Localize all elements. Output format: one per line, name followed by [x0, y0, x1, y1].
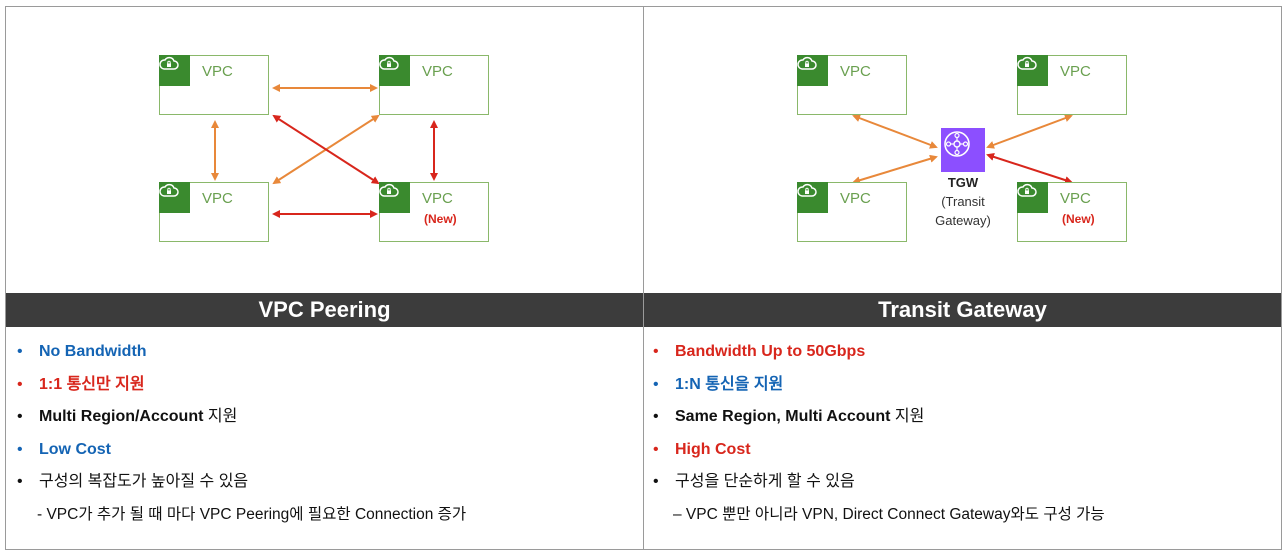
vpc-peering-header: VPC Peering	[6, 293, 643, 327]
transit-gateway-icon	[941, 128, 985, 172]
cloud-lock-icon	[1017, 55, 1048, 86]
vpc-box-bottom-right-new: VPC (New)	[379, 182, 489, 242]
arrow-tgw-top-right	[986, 114, 1073, 149]
cloud-lock-icon	[797, 55, 828, 86]
vpc-label: VPC	[202, 63, 233, 80]
arrow-tgw-bottom-right	[986, 153, 1073, 184]
vpc-label: VPC	[1060, 190, 1091, 207]
vpc-box-bottom-left: VPC	[797, 182, 907, 242]
new-label: (New)	[1062, 212, 1095, 226]
transit-gateway-diagram: VPC VPC VPC VPC (New) T	[644, 7, 1281, 293]
vpc-box-bottom-right-new: VPC (New)	[1017, 182, 1127, 242]
cloud-lock-icon	[797, 182, 828, 213]
tgw-subtitle-line2: Gateway)	[935, 213, 991, 228]
list-item: •1:N 통신을 지원	[653, 375, 784, 393]
list-item: •구성의 복잡도가 높아질 수 있음	[17, 473, 249, 490]
vpc-box-top-right: VPC	[1017, 55, 1127, 115]
transit-gateway-header: Transit Gateway	[644, 293, 1281, 327]
tgw-arrows	[852, 114, 1073, 185]
vpc-peering-diagram: VPC VPC VPC VPC (New)	[6, 7, 643, 293]
vpc-label: VPC	[840, 63, 871, 80]
column-divider	[643, 6, 644, 550]
arrow-diag-red	[272, 114, 380, 185]
vpc-label: VPC	[1060, 63, 1091, 80]
cloud-lock-icon	[159, 182, 190, 213]
tgw-title: TGW	[947, 175, 979, 190]
cloud-lock-icon	[1017, 182, 1048, 213]
arrow-tgw-bottom-left	[852, 154, 938, 185]
transit-gateway-features: •Bandwidth Up to 50Gbps •1:N 통신을 지원 •Sam…	[653, 337, 1105, 532]
peering-arrows	[211, 84, 438, 218]
vpc-label: VPC	[840, 190, 871, 207]
vpc-box-top-right: VPC	[379, 55, 489, 115]
tgw-subtitle-line1: (Transit	[941, 194, 985, 209]
vpc-box-top-left: VPC	[159, 55, 269, 115]
sub-list-item: - VPC가 추가 될 때 마다 VPC Peering에 필요한 Connec…	[37, 505, 467, 523]
cloud-lock-icon	[379, 55, 410, 86]
list-item: •구성을 단순하게 할 수 있음	[653, 473, 855, 490]
arrow-tgw-top-left	[852, 114, 938, 149]
new-label: (New)	[424, 212, 457, 226]
list-item: •High Cost	[653, 440, 751, 458]
vpc-peering-features: •No Bandwidth •1:1 통신만 지원 •Multi Region/…	[17, 337, 466, 532]
list-item: •Bandwidth Up to 50Gbps	[653, 343, 866, 360]
list-item: •Multi Region/Account 지원	[17, 408, 238, 425]
cloud-lock-icon	[379, 182, 410, 213]
vpc-box-bottom-left: VPC	[159, 182, 269, 242]
sub-list-item: – VPC 뿐만 아니라 VPN, Direct Connect Gateway…	[673, 505, 1105, 523]
cloud-lock-icon	[159, 55, 190, 86]
list-item: •Low Cost	[17, 440, 111, 458]
vpc-label: VPC	[422, 63, 453, 80]
list-item: •1:1 통신만 지원	[17, 375, 145, 393]
list-item: •No Bandwidth	[17, 343, 147, 360]
vpc-box-top-left: VPC	[797, 55, 907, 115]
vpc-label: VPC	[422, 190, 453, 207]
vpc-label: VPC	[202, 190, 233, 207]
list-item: •Same Region, Multi Account 지원	[653, 408, 925, 425]
